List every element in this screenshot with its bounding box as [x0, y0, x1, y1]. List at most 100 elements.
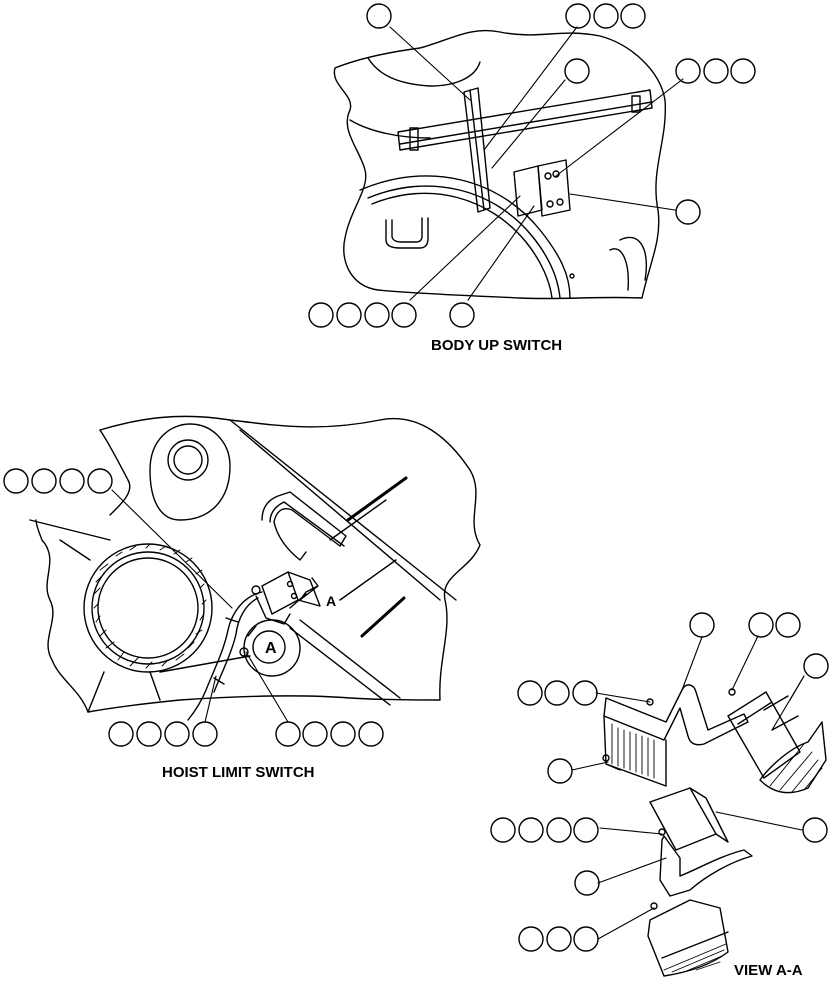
- mount-hole: [569, 273, 575, 279]
- aa-bolt-2: [602, 754, 610, 762]
- callout: [192, 721, 218, 747]
- detail-circle: [252, 630, 286, 664]
- hoist-cylinder-inner: [97, 557, 199, 659]
- callout: [449, 302, 475, 328]
- hoist-limit-switch-caption: HOIST LIMIT SWITCH: [162, 764, 315, 781]
- section-arrow-letter: A: [326, 593, 337, 609]
- callout: [593, 3, 619, 29]
- hand-rail: [261, 491, 347, 561]
- hoist-switch-body: [261, 571, 321, 615]
- frame-thick-1: [346, 476, 408, 522]
- switch-body: [537, 159, 571, 217]
- callout: [336, 302, 362, 328]
- leaders-hoist: [111, 489, 289, 723]
- aa-plate-hatch: [611, 723, 655, 779]
- cab-panel: [349, 57, 481, 139]
- callout: [164, 721, 190, 747]
- callout: [620, 3, 646, 29]
- aa-switch-upper-roller: [763, 695, 799, 731]
- hoist-switch-bolt-2: [286, 580, 294, 588]
- hoist-limit-switch-view: [3, 415, 481, 747]
- aa-switch-upper: [727, 691, 801, 779]
- callout: [802, 817, 828, 843]
- hand-rail-inner: [269, 501, 345, 547]
- callout: [803, 653, 829, 679]
- body-frame-outline: [333, 29, 667, 300]
- callout: [364, 302, 390, 328]
- callout: [675, 199, 701, 225]
- frame-rail: [397, 89, 653, 151]
- callout: [517, 680, 543, 706]
- callout: [775, 612, 801, 638]
- body-up-switch-view: [308, 3, 756, 328]
- harness-clip: [213, 617, 239, 685]
- callout: [675, 58, 701, 84]
- callout: [366, 3, 392, 29]
- callout: [302, 721, 328, 747]
- callouts-hoist: [3, 468, 384, 747]
- callout: [490, 817, 516, 843]
- callout: [546, 817, 572, 843]
- callout: [573, 817, 599, 843]
- hoist-cylinder-mid: [91, 551, 205, 665]
- frame-thick-2: [360, 596, 406, 638]
- rail-bracket-left: [409, 127, 419, 151]
- hoist-outline-upper: [99, 429, 131, 516]
- callout: [730, 58, 756, 84]
- lug-pin-inner: [173, 445, 203, 475]
- callout: [275, 721, 301, 747]
- aa-mount-upper: [759, 721, 827, 794]
- cylinder-base: [29, 519, 251, 713]
- callout: [564, 58, 590, 84]
- callout: [574, 870, 600, 896]
- section-arrow-line: [247, 593, 307, 637]
- hoist-cylinder-outer: [83, 543, 213, 673]
- lug-pin-outer: [167, 439, 209, 481]
- switch-arm: [463, 87, 491, 213]
- hoist-switch-bracket: [255, 595, 291, 625]
- fender-arc-1: [359, 175, 571, 299]
- view-aa: [490, 612, 829, 977]
- switch-bolt-3: [546, 200, 554, 208]
- callout: [59, 468, 85, 494]
- callout: [689, 612, 715, 638]
- callouts-body: [308, 3, 756, 328]
- aa-bracket-plate: [603, 715, 667, 787]
- callout: [391, 302, 417, 328]
- detail-ring: [243, 619, 301, 677]
- lug-boss: [149, 423, 231, 521]
- callout: [3, 468, 29, 494]
- frame-member-lower: [289, 619, 401, 706]
- callout: [703, 58, 729, 84]
- switch-bolt-1: [544, 172, 552, 180]
- callout: [136, 721, 162, 747]
- frame-member-top: [229, 419, 457, 601]
- callout: [31, 468, 57, 494]
- aa-bracket-upper: [603, 684, 749, 746]
- frame-box: [329, 499, 397, 601]
- callouts-aa: [490, 612, 829, 952]
- cylinder-hatch: [93, 543, 207, 669]
- callout: [544, 680, 570, 706]
- body-up-switch-caption: BODY UP SWITCH: [431, 337, 563, 354]
- fender-arc-2: [367, 185, 561, 299]
- leaders-body: [389, 26, 684, 301]
- callout: [518, 817, 544, 843]
- hoist-frame-outline: [35, 415, 481, 713]
- aa-bracket-lower: [659, 835, 753, 897]
- detail-circle-letter: A: [265, 640, 277, 657]
- wiring-harness: [187, 591, 263, 721]
- aa-bolt-5: [650, 902, 658, 910]
- callout: [518, 926, 544, 952]
- aa-mount-lower: [647, 899, 729, 977]
- callout: [358, 721, 384, 747]
- callout: [573, 926, 599, 952]
- callout: [308, 302, 334, 328]
- hoist-switch-bolt-3: [290, 592, 298, 600]
- callout: [87, 468, 113, 494]
- callout: [108, 721, 134, 747]
- aa-switch-lower: [649, 787, 729, 851]
- aa-mount-lower-hatch: [663, 943, 727, 973]
- aa-bolt-4: [658, 828, 666, 836]
